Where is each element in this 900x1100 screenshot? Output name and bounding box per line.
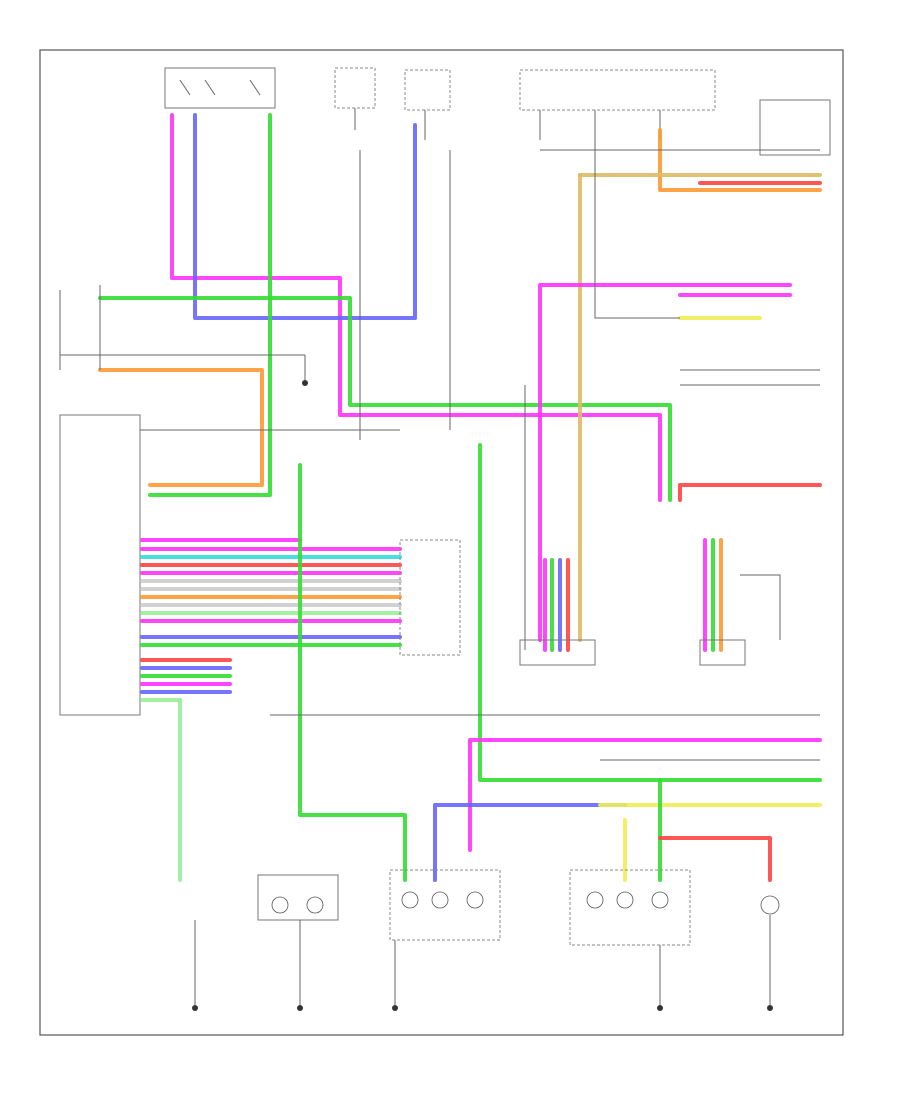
top-switch	[164, 67, 276, 109]
trailer-connector-1	[519, 385, 596, 666]
red-wire-right	[678, 483, 822, 502]
right-top-module	[759, 99, 831, 156]
fuse-block-3	[519, 69, 716, 140]
gray-wires	[59, 120, 820, 761]
blue-wire-low	[433, 803, 627, 882]
pink-wire-low	[468, 738, 822, 852]
orange-wire-1	[98, 368, 264, 487]
pink-wire-1	[170, 113, 662, 502]
rear-lamp-right	[569, 869, 691, 946]
red-wire-low	[658, 836, 772, 882]
green-wire-low-2	[478, 443, 822, 782]
rear-lamp-left	[257, 874, 339, 921]
module-output-wires	[140, 538, 402, 702]
blue-wire-1	[193, 113, 417, 320]
green-wire-low	[298, 463, 407, 882]
trailer-connector-2	[699, 538, 746, 666]
yellow-wire-low	[598, 803, 822, 882]
fuse-block-1	[334, 67, 376, 130]
rear-lamp-center	[389, 869, 501, 941]
green-wire-1	[148, 113, 272, 497]
ground-points	[192, 355, 773, 1011]
green-wire-2	[98, 296, 672, 502]
output-connector-block	[399, 539, 461, 656]
fuse-block-2	[404, 69, 451, 140]
pink-wire-2	[538, 283, 792, 642]
side-lamp	[760, 895, 780, 915]
diagram-frame	[39, 49, 844, 1036]
